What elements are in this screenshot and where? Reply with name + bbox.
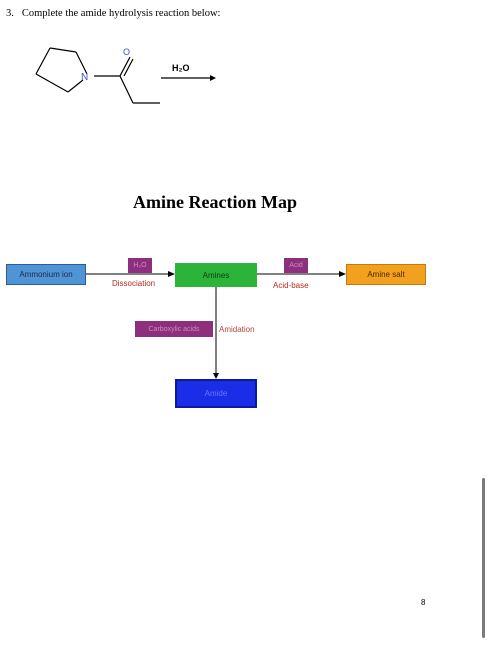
reagent-water-tag: H₂O: [128, 258, 152, 273]
oxygen-atom-label: O: [123, 47, 130, 57]
scrollbar[interactable]: [482, 478, 485, 638]
pyrrolidine-ring: [35, 47, 88, 93]
node-ammonium-ion: Ammonium ion: [6, 264, 86, 285]
page-number: 8: [421, 598, 426, 607]
reaction-map-title: Amine Reaction Map: [133, 192, 297, 212]
reaction-acid-base-label: Acid-base: [273, 281, 309, 290]
reaction-arrow-head: [210, 75, 216, 81]
nitrogen-atom-label: N: [81, 72, 88, 83]
reaction-dissociation-label: Dissociation: [112, 279, 156, 288]
reagent-label: H₂O: [172, 63, 190, 73]
arrowhead-amines: [168, 271, 175, 277]
reaction-amidation-label: Amidation: [219, 325, 255, 334]
question-number: 3.: [6, 8, 14, 19]
node-amines: Amines: [175, 263, 257, 287]
propanoyl-chain: [94, 56, 160, 104]
node-amine-salt: Amine salt: [346, 264, 426, 285]
amide-reaction-scheme: N O H₂O: [35, 47, 216, 104]
node-amide: Amide: [175, 379, 257, 408]
question-prompt: Complete the amide hydrolysis reaction b…: [21, 8, 221, 19]
question-text: 3. Complete the amide hydrolysis reaction…: [6, 8, 220, 19]
arrowhead-amide: [213, 373, 219, 379]
reagent-carboxylic-acids-tag: Carboxylic acids: [135, 321, 213, 337]
reagent-acid-tag: Acid: [284, 258, 308, 273]
arrowhead-salt: [339, 271, 346, 277]
